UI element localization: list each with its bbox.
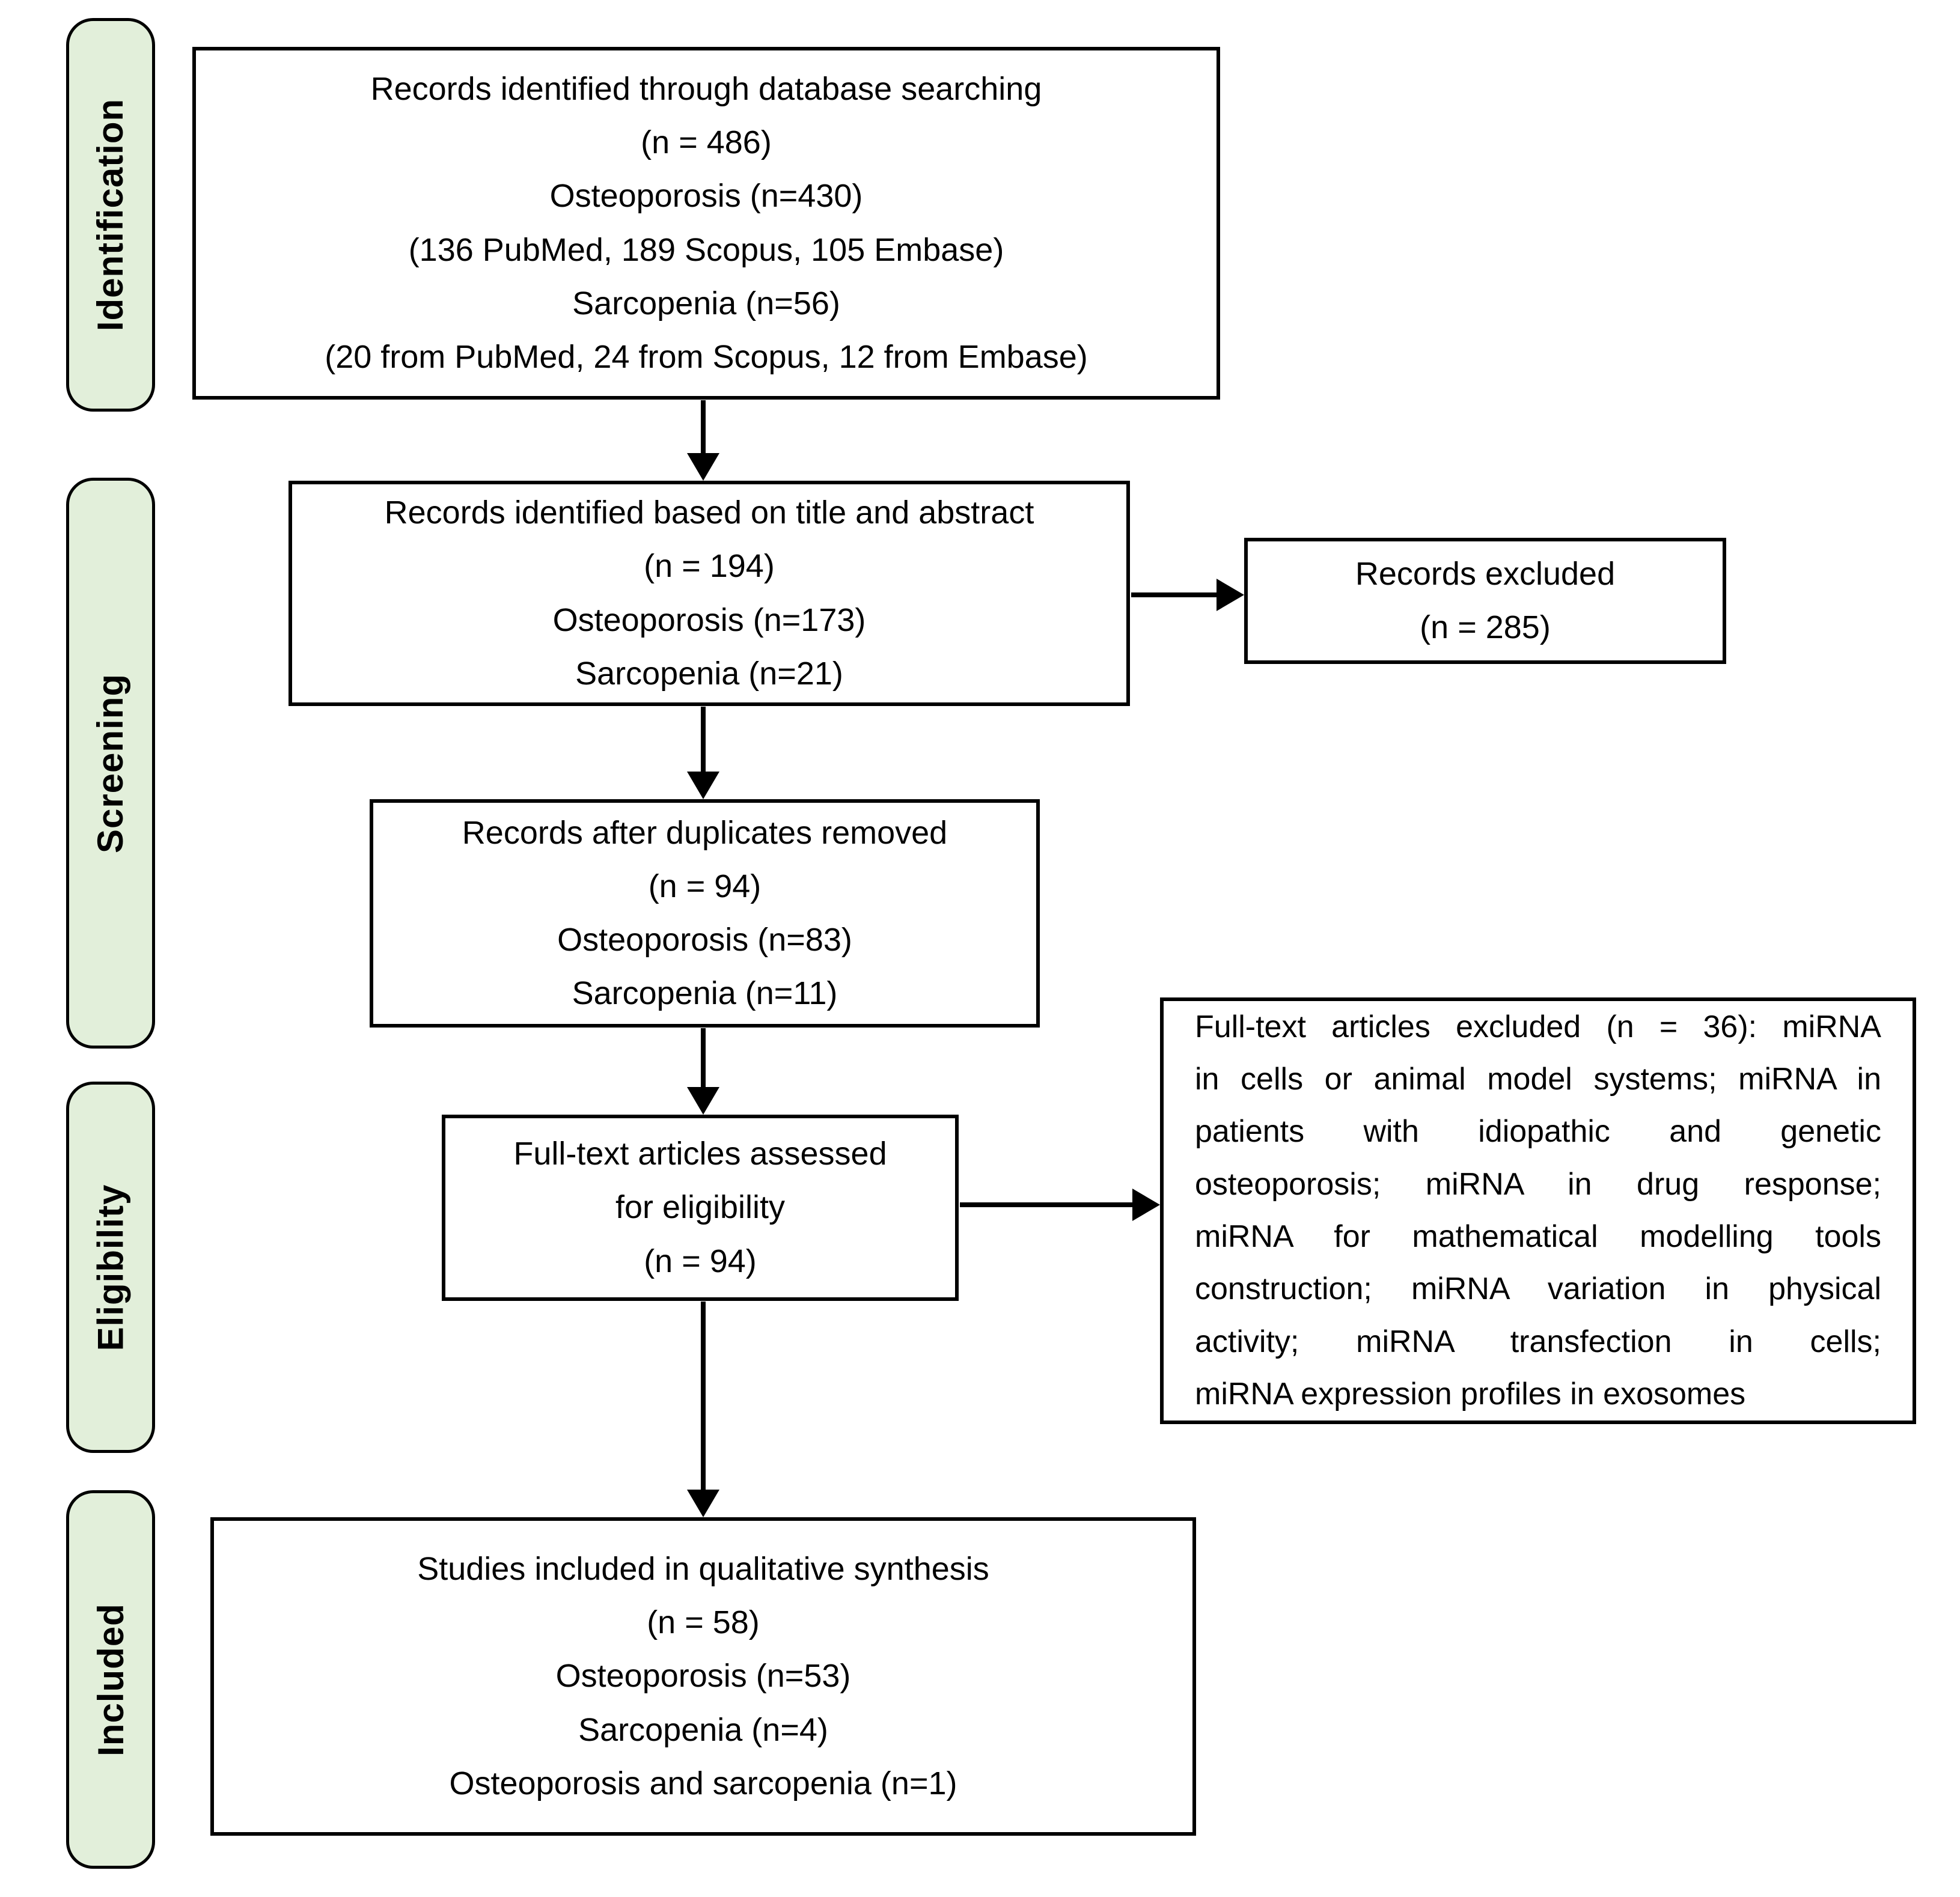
- box-fulltext-assessed: Full-text articles assessed for eligibil…: [442, 1115, 959, 1301]
- arrowhead-down-icon: [687, 1087, 719, 1115]
- box-duplicates-removed-line: Sarcopenia (n=11): [572, 975, 838, 1012]
- box-records-identified: Records identified through database sear…: [192, 47, 1220, 400]
- box-included-synthesis-line: Osteoporosis (n=53): [555, 1658, 851, 1695]
- box-included-synthesis: Studies included in qualitative synthesi…: [210, 1517, 1196, 1836]
- box-fulltext-excluded-line: activity; miRNA transfection in cells;: [1195, 1324, 1881, 1359]
- box-fulltext-excluded-line: osteoporosis; miRNA in drug response;: [1195, 1166, 1881, 1202]
- box-duplicates-removed: Records after duplicates removed (n = 94…: [370, 799, 1040, 1028]
- arrowhead-down-icon: [687, 453, 719, 481]
- box-records-identified-line: Osteoporosis (n=430): [549, 178, 863, 215]
- box-records-excluded-line: Records excluded: [1355, 555, 1616, 592]
- box-title-abstract-screen: Records identified based on title and ab…: [289, 481, 1130, 706]
- box-included-synthesis-line: Osteoporosis and sarcopenia (n=1): [449, 1765, 957, 1801]
- arrowhead-down-icon: [687, 772, 719, 799]
- box-records-identified-line: Records identified through database sear…: [370, 71, 1042, 108]
- arrow-to-records-excluded: [1131, 592, 1217, 597]
- box-fulltext-excluded-line: in cells or animal model systems; miRNA …: [1195, 1061, 1881, 1097]
- box-fulltext-excluded-line: patients with idiopathic and genetic: [1195, 1114, 1881, 1149]
- stage-label-eligibility: Eligibility: [66, 1082, 155, 1453]
- box-records-excluded: Records excluded (n = 285): [1244, 538, 1726, 664]
- arrow-title-abstract-to-duplicates: [701, 707, 706, 772]
- stage-label-identification: Identification: [66, 18, 155, 412]
- box-records-identified-line: (20 from PubMed, 24 from Scopus, 12 from…: [325, 338, 1088, 375]
- box-fulltext-excluded-line: miRNA for mathematical modelling tools: [1195, 1219, 1881, 1254]
- box-duplicates-removed-line: (n = 94): [648, 868, 762, 904]
- box-records-identified-line: Sarcopenia (n=56): [572, 285, 840, 321]
- box-title-abstract-line: Records identified based on title and ab…: [384, 495, 1034, 531]
- arrow-fulltext-to-included: [701, 1302, 706, 1490]
- box-records-excluded-line: (n = 285): [1420, 609, 1551, 645]
- box-fulltext-excluded-line: Full-text articles excluded (n = 36): mi…: [1195, 1009, 1881, 1044]
- box-fulltext-assessed-line: for eligibility: [615, 1189, 786, 1226]
- box-title-abstract-line: Osteoporosis (n=173): [552, 601, 866, 638]
- box-records-identified-line: (136 PubMed, 189 Scopus, 105 Embase): [408, 231, 1004, 268]
- box-duplicates-removed-line: Records after duplicates removed: [462, 814, 948, 851]
- box-duplicates-removed-line: Osteoporosis (n=83): [557, 922, 852, 958]
- box-title-abstract-line: (n = 194): [644, 548, 775, 585]
- box-records-identified-line: (n = 486): [641, 124, 772, 161]
- box-fulltext-assessed-line: Full-text articles assessed: [513, 1136, 887, 1172]
- arrow-to-fulltext-excluded: [960, 1202, 1132, 1207]
- stage-label-eligibility-text: Eligibility: [90, 1184, 131, 1351]
- box-fulltext-excluded-line: construction; miRNA variation in physica…: [1195, 1271, 1881, 1307]
- arrowhead-right-icon: [1217, 579, 1244, 611]
- arrow-identified-to-title-abstract: [701, 400, 706, 454]
- arrow-duplicates-to-fulltext: [701, 1028, 706, 1087]
- stage-label-included-text: Included: [90, 1603, 131, 1756]
- box-included-synthesis-line: (n = 58): [647, 1604, 760, 1641]
- box-fulltext-excluded-line: miRNA expression profiles in exosomes: [1195, 1377, 1746, 1412]
- box-fulltext-excluded: Full-text articles excluded (n = 36): mi…: [1160, 997, 1916, 1424]
- stage-label-included: Included: [66, 1490, 155, 1869]
- stage-label-screening: Screening: [66, 478, 155, 1049]
- box-included-synthesis-line: Sarcopenia (n=4): [578, 1711, 828, 1748]
- box-included-synthesis-line: Studies included in qualitative synthesi…: [417, 1551, 989, 1588]
- box-title-abstract-line: Sarcopenia (n=21): [575, 655, 843, 692]
- box-fulltext-assessed-line: (n = 94): [644, 1243, 757, 1279]
- stage-label-screening-text: Screening: [90, 673, 131, 853]
- arrowhead-right-icon: [1132, 1189, 1160, 1221]
- stage-label-identification-text: Identification: [90, 98, 131, 332]
- arrowhead-down-icon: [687, 1490, 719, 1517]
